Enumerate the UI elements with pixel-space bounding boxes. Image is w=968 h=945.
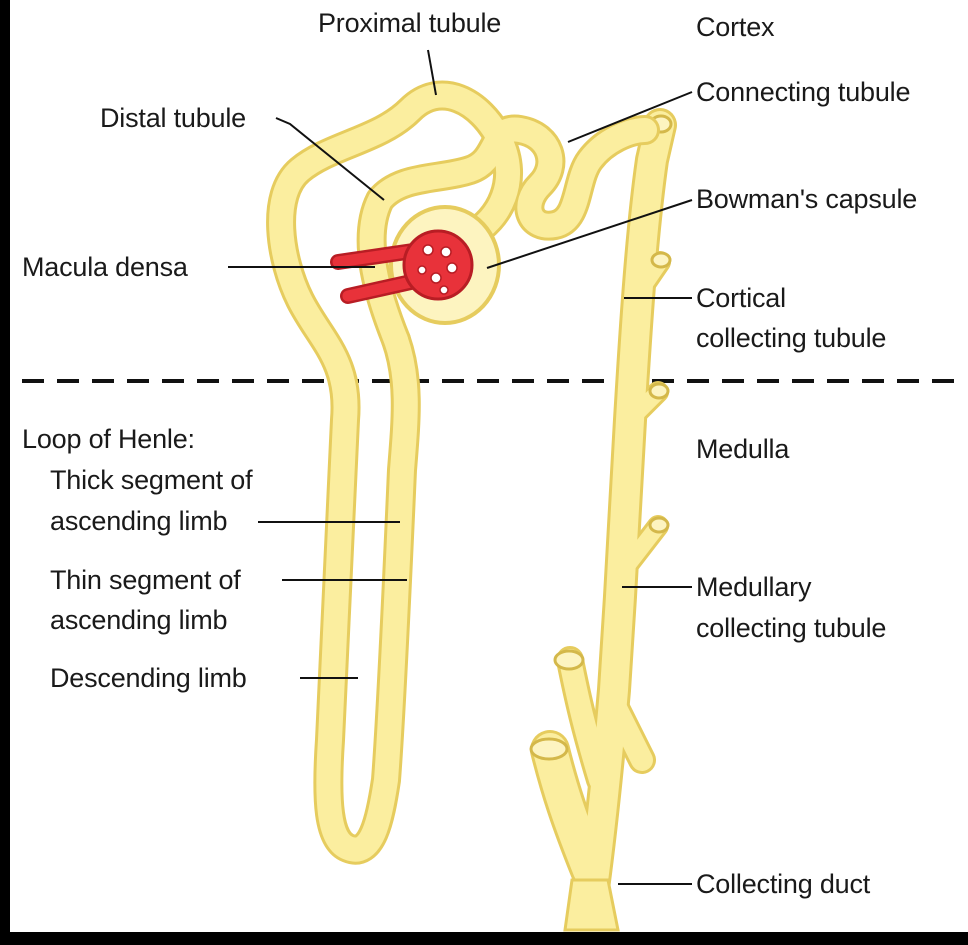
label-connecting-tubule: Connecting tubule [696, 77, 910, 107]
label-cortex: Cortex [696, 12, 774, 42]
glomerulus [404, 231, 472, 299]
label-cortical-collecting-1: Cortical [696, 283, 786, 313]
tube-end-branch-6 [531, 739, 567, 759]
tube-end-branch-3 [650, 518, 668, 532]
label-distal-tubule: Distal tubule [100, 103, 246, 133]
label-thin-segment-2: ascending limb [50, 605, 227, 635]
label-thick-segment-1: Thick segment of [50, 465, 252, 495]
label-medullary-collecting-1: Medullary [696, 572, 811, 602]
collecting-duct-base [565, 880, 618, 930]
tube-end-branch-2 [650, 384, 668, 398]
label-descending-limb: Descending limb [50, 663, 247, 693]
label-thin-segment-1: Thin segment of [50, 565, 241, 595]
label-thick-segment-2: ascending limb [50, 506, 227, 536]
label-macula-densa: Macula densa [22, 252, 188, 282]
label-proximal-tubule: Proximal tubule [318, 8, 501, 38]
tube-end-branch-5 [555, 651, 583, 669]
label-collecting-duct: Collecting duct [696, 869, 870, 899]
label-cortical-collecting-2: collecting tubule [696, 323, 886, 353]
tube-end-branch-1 [652, 253, 670, 267]
label-bowmans-capsule: Bowman's capsule [696, 184, 917, 214]
label-loop-of-henle: Loop of Henle: [22, 424, 195, 454]
label-medullary-collecting-2: collecting tubule [696, 613, 886, 643]
label-medulla: Medulla [696, 434, 789, 464]
